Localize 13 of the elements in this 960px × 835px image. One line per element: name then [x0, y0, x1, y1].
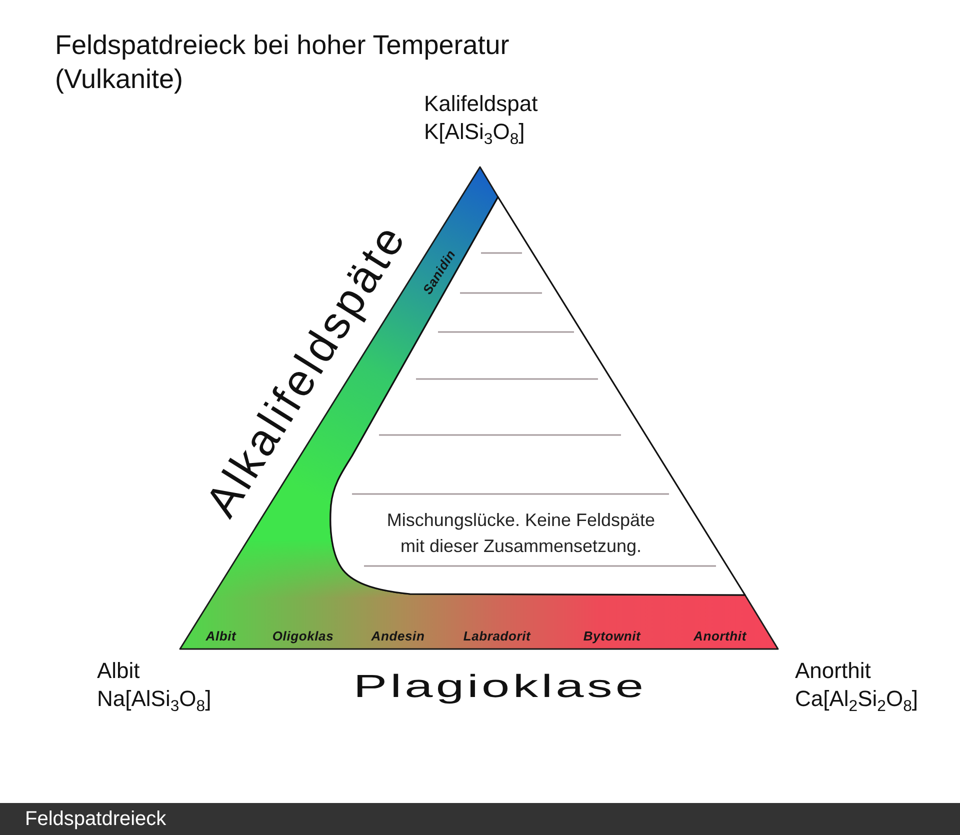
footer-label: Feldspatdreieck	[25, 808, 166, 830]
mineral-label: Labradorit	[463, 628, 531, 644]
mineral-label: Oligoklas	[272, 628, 334, 644]
mineral-label: Bytownit	[583, 628, 641, 644]
vertex-label: Anorthit	[795, 658, 871, 684]
vertex-label: Albit	[97, 658, 140, 684]
mineral-label: Anorthit	[694, 628, 746, 644]
mineral-label: Andesin	[371, 628, 425, 644]
vertex-label: Ca[Al$_{2}$Si$_{2}$O$_{8}$]	[795, 686, 918, 712]
vertex-label: Na[AlSi$_{3}$O$_{8}$]	[97, 686, 212, 712]
vertex-label: K[AlSi$_{3}$O$_{8}$]	[424, 119, 525, 145]
side-label: Plagioklase	[353, 668, 647, 704]
mineral-label: Albit	[206, 628, 236, 644]
